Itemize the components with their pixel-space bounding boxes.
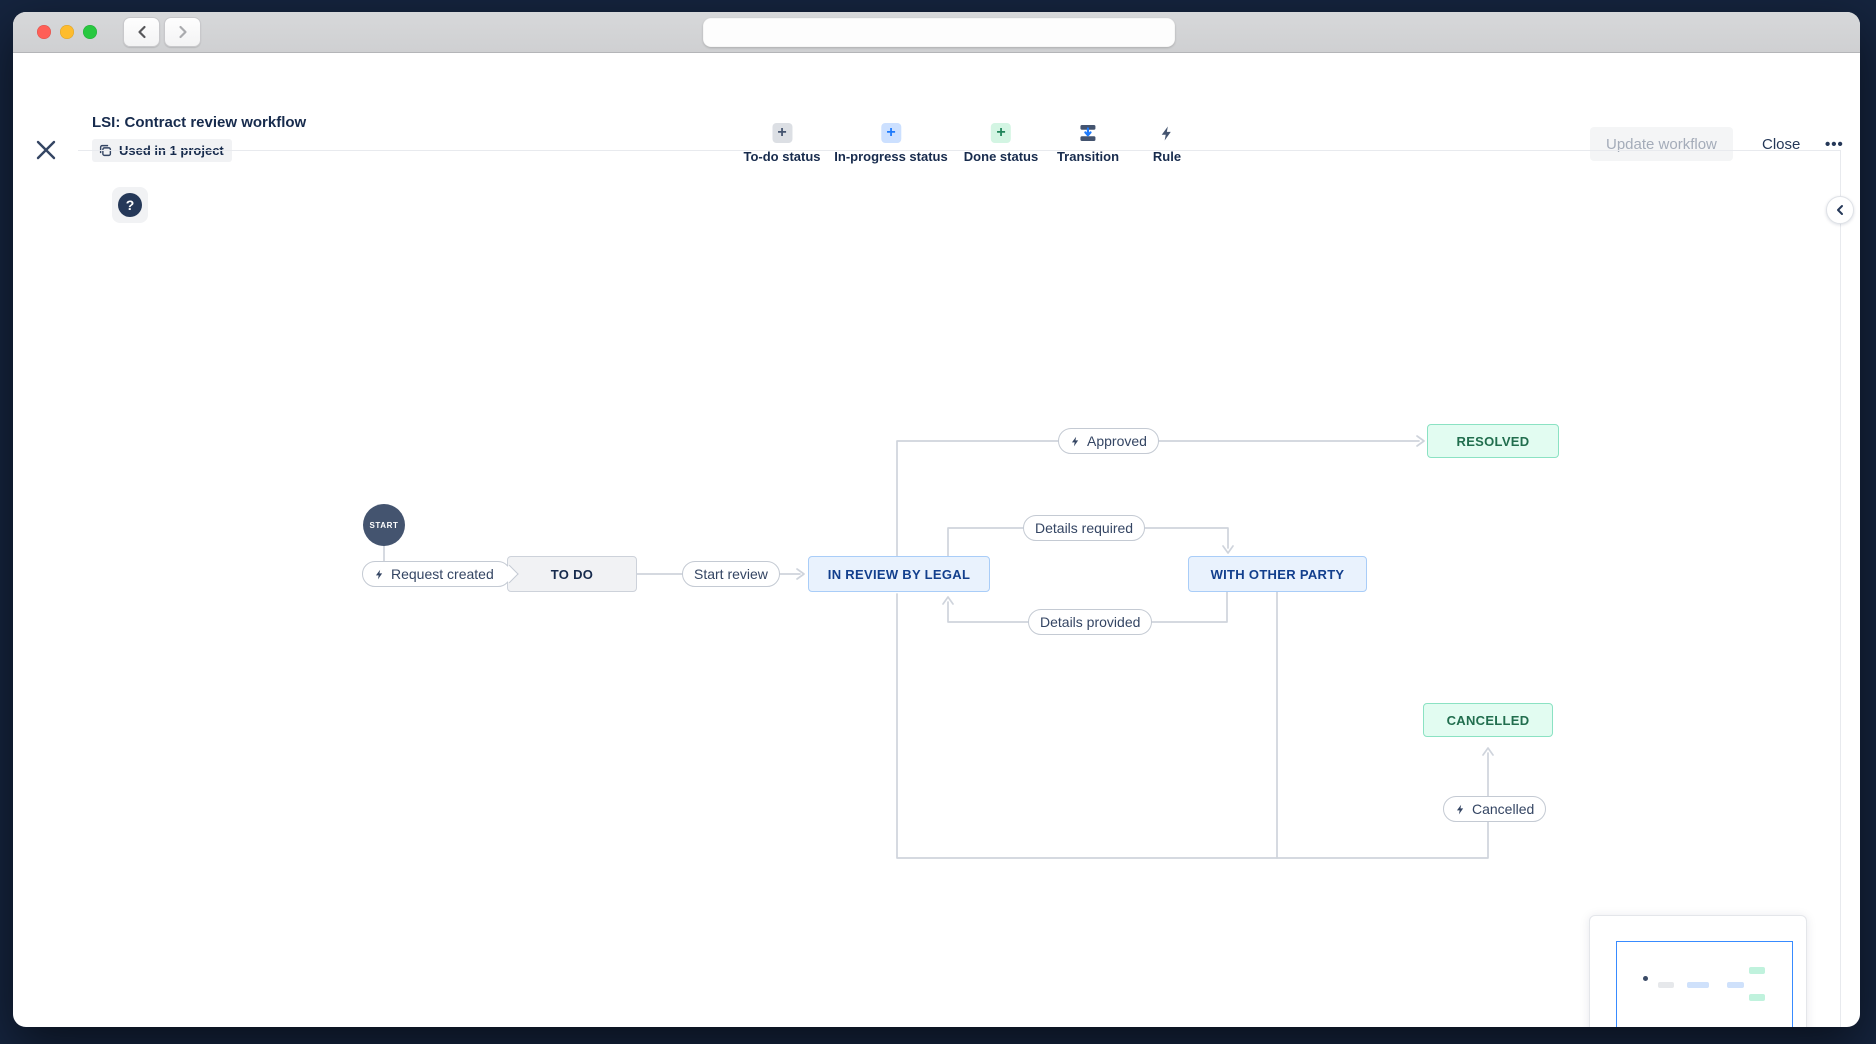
toolbar-item-label: In-progress status bbox=[834, 149, 948, 164]
workflow-editor-header: LSI: Contract review workflow Used in 1 … bbox=[13, 53, 1860, 164]
lightning-icon bbox=[374, 568, 385, 581]
transition-details-required[interactable]: Details required bbox=[1023, 515, 1146, 541]
address-bar[interactable] bbox=[703, 18, 1175, 47]
minimap-status-in-review bbox=[1687, 982, 1709, 988]
transition-label: Start review bbox=[694, 566, 768, 582]
window-close-button[interactable] bbox=[37, 25, 51, 39]
status-cancelled[interactable]: CANCELLED bbox=[1423, 703, 1553, 737]
back-button[interactable] bbox=[123, 17, 160, 47]
transition-label: Approved bbox=[1087, 433, 1147, 449]
toolbar-item-label: Transition bbox=[1056, 149, 1120, 164]
status-with-other-party[interactable]: WITH OTHER PARTY bbox=[1188, 556, 1367, 592]
transition-icon bbox=[1078, 123, 1098, 143]
minimap-status-with-other-party bbox=[1727, 982, 1744, 988]
toolbar-item-todo-status[interactable]: + To-do status bbox=[743, 123, 821, 164]
lightning-icon bbox=[1157, 123, 1177, 143]
update-workflow-button[interactable]: Update workflow bbox=[1590, 127, 1733, 161]
plus-icon: + bbox=[880, 123, 901, 143]
status-resolved[interactable]: RESOLVED bbox=[1427, 424, 1559, 458]
status-to-do[interactable]: TO DO bbox=[507, 556, 637, 592]
minimap-status-resolved bbox=[1749, 967, 1765, 974]
transition-label: Details provided bbox=[1040, 614, 1141, 630]
close-icon[interactable] bbox=[33, 137, 59, 163]
title-block: LSI: Contract review workflow Used in 1 … bbox=[92, 114, 306, 163]
transition-start-review[interactable]: Start review bbox=[682, 561, 780, 587]
panel-divider bbox=[1840, 150, 1841, 1027]
status-in-review-by-legal[interactable]: IN REVIEW BY LEGAL bbox=[808, 556, 990, 592]
lightning-icon bbox=[1070, 435, 1081, 448]
start-node[interactable]: START bbox=[363, 504, 405, 546]
lightning-icon bbox=[1455, 803, 1466, 816]
copy-icon bbox=[99, 144, 112, 157]
window-titlebar bbox=[13, 12, 1860, 53]
transition-label: Details required bbox=[1035, 520, 1134, 536]
transition-label: Request created bbox=[391, 566, 494, 582]
toolbar-item-label: Rule bbox=[1152, 149, 1182, 164]
transition-label: Cancelled bbox=[1472, 801, 1535, 817]
transition-request-created[interactable]: Request created bbox=[362, 561, 519, 587]
chevron-left-icon bbox=[137, 25, 146, 39]
plus-icon: + bbox=[772, 123, 792, 143]
minimap[interactable] bbox=[1589, 915, 1807, 1027]
more-menu-button[interactable]: ••• bbox=[1825, 135, 1844, 153]
transition-cancelled[interactable]: Cancelled bbox=[1443, 796, 1547, 822]
transition-approved[interactable]: Approved bbox=[1058, 428, 1159, 454]
close-button[interactable]: Close bbox=[1758, 127, 1804, 161]
window-minimize-button[interactable] bbox=[60, 25, 74, 39]
plus-icon: + bbox=[991, 123, 1011, 143]
minimap-start-node bbox=[1643, 976, 1648, 981]
chevron-right-icon bbox=[178, 25, 187, 39]
help-button[interactable]: ? bbox=[112, 187, 148, 223]
browser-window: LSI: Contract review workflow Used in 1 … bbox=[13, 12, 1860, 1027]
chevron-left-icon bbox=[1837, 205, 1843, 215]
window-zoom-button[interactable] bbox=[83, 25, 97, 39]
forward-button[interactable] bbox=[164, 17, 201, 47]
workflow-title: LSI: Contract review workflow bbox=[92, 114, 307, 131]
toolbar-item-label: To-do status bbox=[743, 149, 821, 164]
toolbar-item-rule[interactable]: Rule bbox=[1153, 123, 1181, 164]
toolbar-item-done-status[interactable]: + Done status bbox=[964, 123, 1038, 164]
toolbar-item-transition[interactable]: Transition bbox=[1057, 123, 1119, 164]
toolbar-item-label: Done status bbox=[963, 149, 1039, 164]
header-divider bbox=[78, 150, 1840, 151]
minimap-status-todo bbox=[1658, 982, 1674, 988]
minimap-status-cancelled bbox=[1749, 994, 1765, 1001]
toolbar-item-inprogress-status[interactable]: + In-progress status bbox=[834, 123, 948, 164]
question-mark-icon: ? bbox=[118, 193, 142, 217]
collapse-panel-button[interactable] bbox=[1826, 196, 1854, 224]
transition-details-provided[interactable]: Details provided bbox=[1028, 609, 1153, 635]
